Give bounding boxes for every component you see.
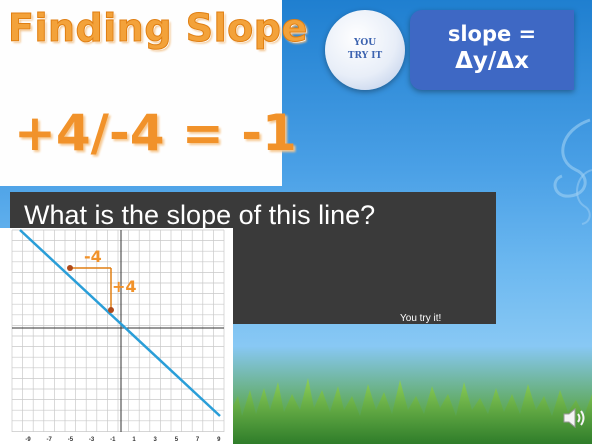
x-tick-label: 5 bbox=[175, 437, 179, 443]
slope-equation: +4/-4 = -1 bbox=[14, 104, 297, 162]
x-tick-label: -7 bbox=[47, 437, 53, 443]
run-label: -4 bbox=[84, 247, 102, 266]
point-2 bbox=[108, 307, 114, 313]
graph-svg: -4 +4 -9 -7 -5 -3 -1 1 3 5 7 9 bbox=[11, 229, 225, 443]
slide-title: Finding Slope bbox=[8, 6, 308, 51]
badge-text: YOU TRY IT bbox=[347, 38, 383, 61]
grass-decoration bbox=[230, 378, 592, 444]
x-tick-label: 1 bbox=[132, 437, 136, 443]
x-tick-labels: -9 -7 -5 -3 -1 1 3 5 7 9 bbox=[25, 437, 221, 443]
x-tick-label: 9 bbox=[217, 437, 221, 443]
you-try-it-badge: YOU TRY IT bbox=[325, 10, 405, 90]
formula-line-1: slope = bbox=[447, 22, 537, 46]
speaker-icon[interactable] bbox=[562, 406, 588, 430]
x-tick-label: 3 bbox=[154, 437, 158, 443]
slope-formula-box: slope = Δy/Δx bbox=[410, 10, 574, 90]
formula-line-2: Δy/Δx bbox=[455, 48, 529, 74]
x-tick-label: -1 bbox=[110, 437, 116, 443]
x-tick-label: 7 bbox=[196, 437, 200, 443]
question-text: What is the slope of this line? bbox=[24, 200, 376, 230]
swirl-decoration bbox=[553, 118, 592, 225]
coordinate-graph: -4 +4 -9 -7 -5 -3 -1 1 3 5 7 9 bbox=[0, 228, 233, 444]
x-tick-label: -5 bbox=[68, 437, 74, 443]
white-header-panel bbox=[0, 0, 282, 186]
x-tick-label: -9 bbox=[25, 437, 31, 443]
x-tick-label: -3 bbox=[89, 437, 95, 443]
graph-grid bbox=[11, 229, 225, 432]
you-try-it-text: You try it! bbox=[400, 313, 442, 324]
slope-line bbox=[19, 229, 221, 417]
rise-label: +4 bbox=[112, 277, 137, 296]
point-1 bbox=[67, 265, 73, 271]
